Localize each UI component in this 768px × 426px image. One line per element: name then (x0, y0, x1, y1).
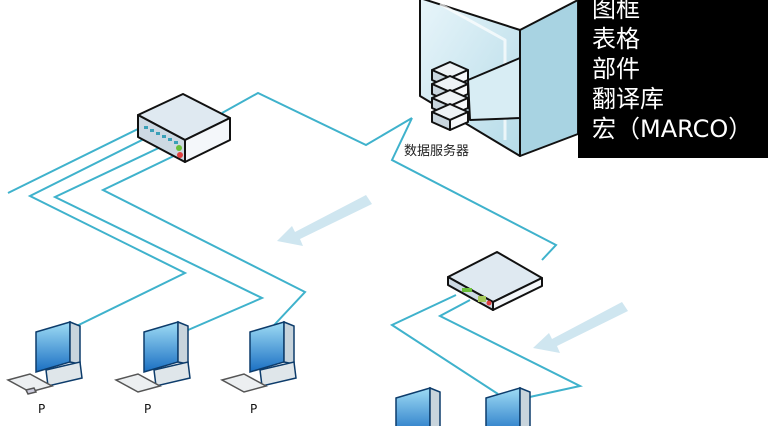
legend-item-translation-library: 翻译库 (592, 85, 664, 113)
legend-item-frame: 图框 (592, 0, 640, 23)
pc-label-2: P (144, 402, 152, 416)
server-label: 数据服务器 (404, 144, 470, 159)
server-disk-stack (431, 61, 469, 131)
server-door (467, 57, 521, 121)
switch-top-left (137, 93, 231, 163)
legend-item-macro: 宏（MARCO） (592, 115, 753, 143)
flow-arrow-left (277, 195, 372, 246)
data-server (419, 0, 579, 157)
link-switch1-pc1 (27, 135, 188, 340)
pc-2 (114, 320, 191, 393)
pc-1 (6, 320, 83, 395)
flow-arrows (277, 195, 628, 353)
pc-5 (485, 386, 531, 426)
link-switch1-left1 (7, 127, 141, 194)
link-server-switch2 (390, 117, 558, 261)
pc-3 (220, 320, 297, 393)
pc-label-1: P (38, 402, 46, 416)
link-switch1-pc3 (100, 151, 307, 339)
legend-panel: 图框 表格 部件 翻译库 宏（MARCO） (578, 0, 768, 158)
link-switch1-server (221, 91, 413, 147)
pc-label-3: P (250, 402, 258, 416)
legend-item-component: 部件 (592, 55, 640, 83)
switch-right (447, 251, 543, 311)
link-switch2-pc4 (389, 294, 499, 395)
network-lines (7, 91, 583, 401)
link-switch2-pc5 (437, 299, 583, 401)
link-switch1-pc2 (52, 144, 265, 344)
flow-arrow-right (533, 302, 628, 353)
pc-4 (395, 386, 441, 426)
legend-item-table: 表格 (592, 25, 640, 53)
